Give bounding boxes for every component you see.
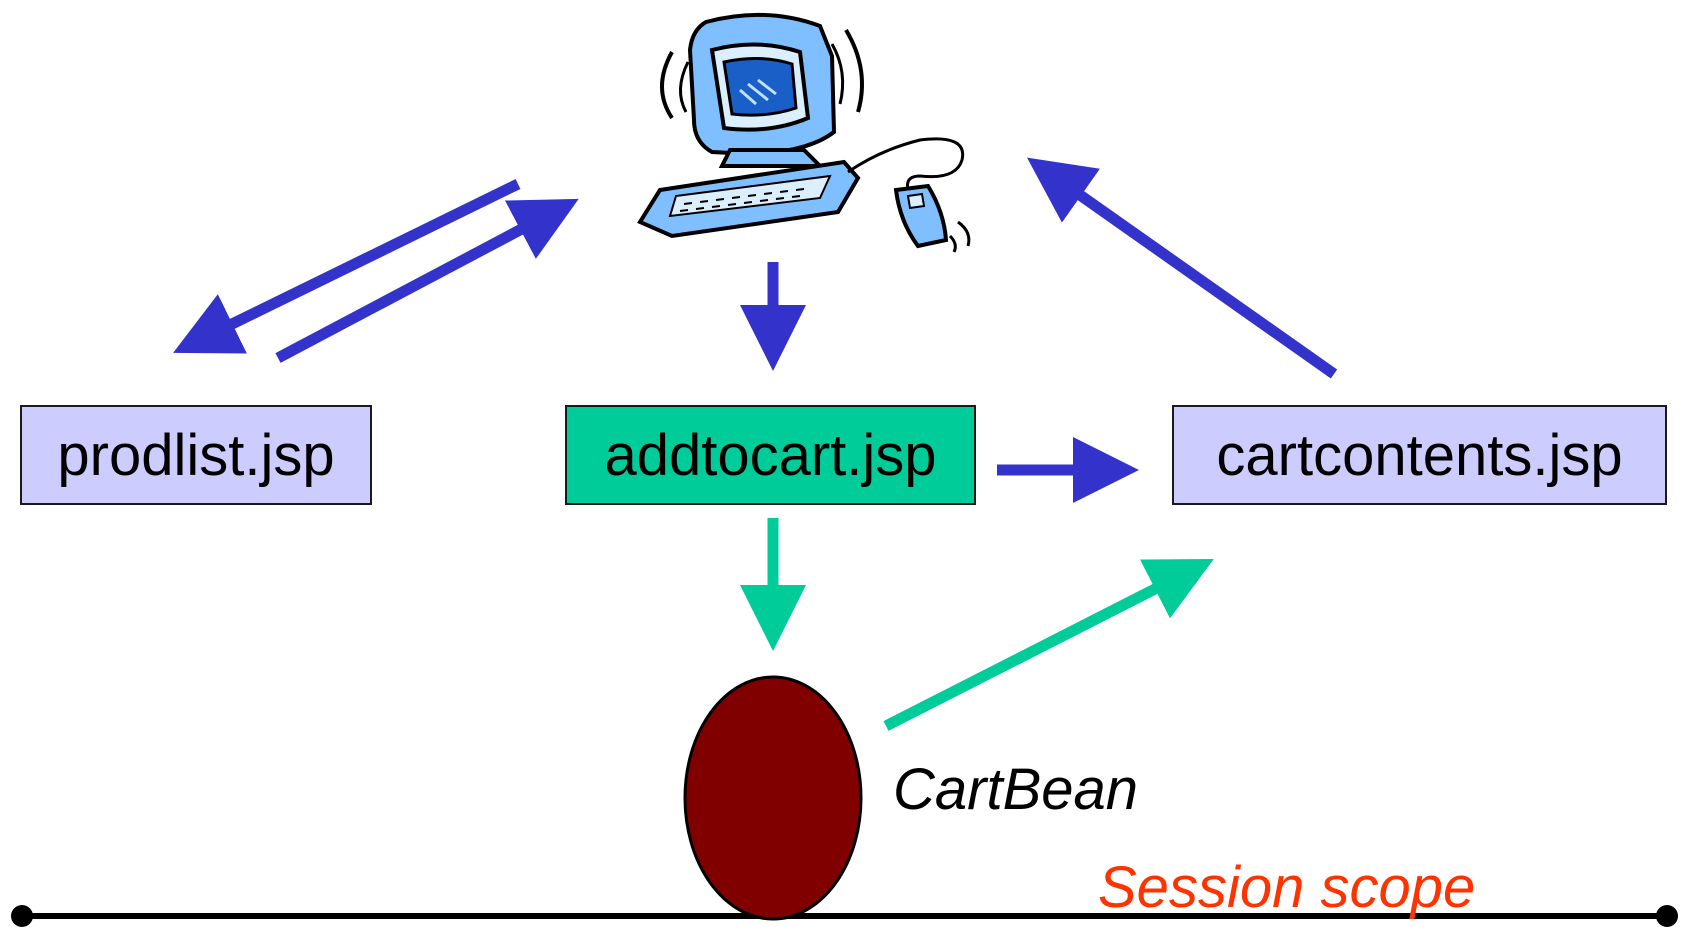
cartbean-label: CartBean <box>893 757 1139 822</box>
arrow-cartcontents-to-client <box>1027 157 1338 379</box>
scope-line-start-dot <box>11 905 33 927</box>
node-addtocart-jsp[interactable]: addtocart.jsp <box>565 405 976 505</box>
arrow-prodlist-to-client <box>275 198 579 363</box>
computer-icon <box>637 12 971 253</box>
session-scope-label: Session scope <box>1098 855 1476 920</box>
arrow-cartbean-to-cartcontents <box>883 559 1214 731</box>
node-prodlist-label: prodlist.jsp <box>57 422 335 488</box>
scope-line-end-dot <box>1656 905 1678 927</box>
node-addtocart-label: addtocart.jsp <box>604 422 937 488</box>
arrow-client-to-prodlist <box>173 179 521 354</box>
node-prodlist-jsp[interactable]: prodlist.jsp <box>20 405 372 505</box>
node-cartcontents-jsp[interactable]: cartcontents.jsp <box>1172 405 1667 505</box>
cartbean-ellipse <box>683 675 863 921</box>
node-cartcontents-label: cartcontents.jsp <box>1216 422 1623 488</box>
